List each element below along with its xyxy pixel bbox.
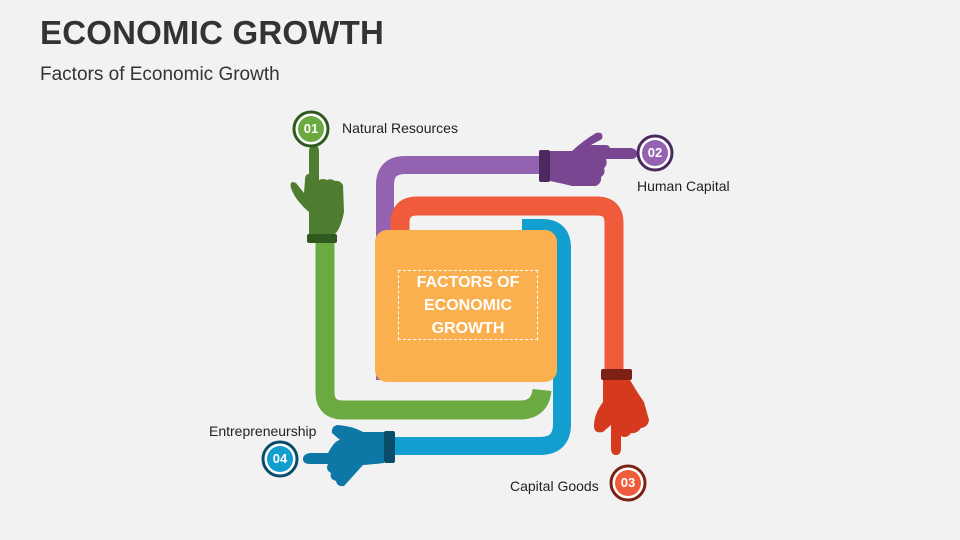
factor-label-entrepreneurship: Entrepreneurship [209,423,317,439]
badge-02-number: 02 [647,145,663,160]
badge-04-number: 04 [272,451,288,466]
hand-03-icon [594,369,649,455]
capital-goods-arrow-path [390,196,624,370]
badge-01 [292,110,330,148]
badge-01-number: 01 [303,121,319,136]
hand-01-icon [290,145,344,243]
factor-label-human-capital: Human Capital [637,178,730,194]
entrepreneurship-arrow-path [388,219,571,455]
hand-02-icon [539,132,637,186]
badge-03 [609,464,647,502]
hand-04-icon [303,425,395,487]
center-box [375,230,557,382]
badge-03-number: 03 [620,475,636,490]
natural-resources-arrow-path [315,240,552,420]
factor-label-capital-goods: Capital Goods [510,478,599,494]
badge-02 [636,134,674,172]
slide-title: ECONOMIC GROWTH [40,14,384,51]
human-capital-arrow-path [376,156,545,380]
factor-label-natural-resources: Natural Resources [342,120,458,136]
center-label: FACTORS OF ECONOMIC GROWTH [398,270,538,340]
badge-04 [261,440,299,478]
slide-subtitle: Factors of Economic Growth [40,64,280,85]
